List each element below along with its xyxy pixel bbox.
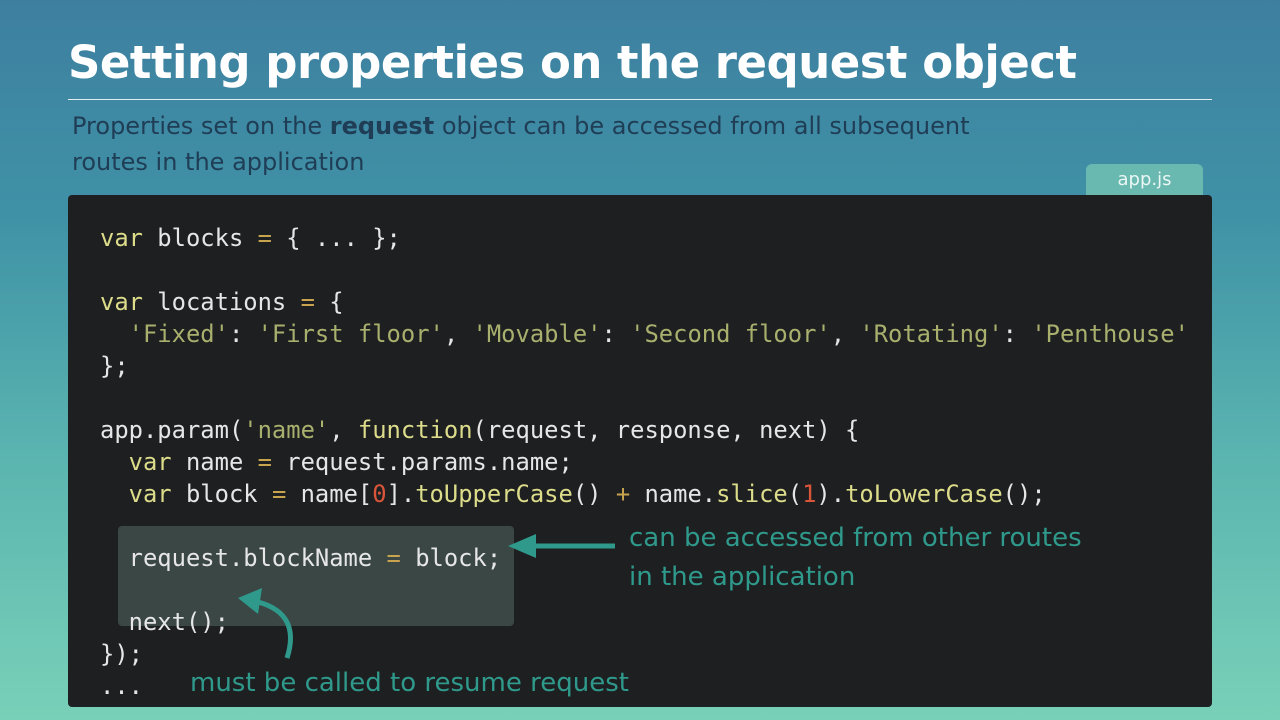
code-token: blocks xyxy=(142,224,258,252)
code-token: 'Second floor' xyxy=(630,320,831,348)
code-token: toUpperCase xyxy=(415,480,573,508)
code-token: name[ xyxy=(286,480,373,508)
annotation-next: must be called to resume request xyxy=(190,668,629,698)
code-token: : xyxy=(1002,320,1032,348)
code-token: ( xyxy=(787,480,803,508)
code-token: 1 xyxy=(802,480,817,508)
code-token: + xyxy=(615,480,631,508)
code-token: }; xyxy=(100,352,129,380)
code-line: }); xyxy=(100,638,1189,670)
code-token: = xyxy=(386,544,401,572)
code-token: name xyxy=(171,448,258,476)
code-line: request.blockName = block; xyxy=(100,542,1189,574)
slide-title: Setting properties on the request object xyxy=(68,36,1077,89)
annotation-accessed: can be accessed from other routes in the… xyxy=(629,523,1082,592)
code-token: var xyxy=(100,288,143,316)
code-token: : xyxy=(228,320,258,348)
subtitle-bold: request xyxy=(329,112,435,140)
code-line: var blocks = { ... }; xyxy=(100,222,1189,254)
code-block: var blocks = { ... };var locations = { '… xyxy=(100,222,1189,702)
code-token: var xyxy=(128,448,172,476)
curved-arrow-icon xyxy=(238,588,293,659)
code-token: locations xyxy=(142,288,301,316)
code-highlight-box xyxy=(118,526,514,626)
code-token: request.params.name; xyxy=(271,448,573,476)
code-line: }; xyxy=(100,350,1189,382)
code-token: block xyxy=(171,480,272,508)
arrow-left-icon xyxy=(508,534,615,558)
code-token: function xyxy=(357,416,473,444)
code-token: (request, response, next) { xyxy=(472,416,860,444)
code-token: = xyxy=(257,224,272,252)
code-token: { ... }; xyxy=(271,224,401,252)
code-token: 'Fixed' xyxy=(128,320,229,348)
code-line: app.param('name', function(request, resp… xyxy=(100,414,1189,446)
code-token: next(); xyxy=(100,608,229,636)
code-token: ]. xyxy=(386,480,416,508)
code-line: var locations = { xyxy=(100,286,1189,318)
code-token: () xyxy=(572,480,616,508)
code-token: = xyxy=(257,448,272,476)
code-token: 'Rotating' xyxy=(859,320,1003,348)
code-token: = xyxy=(271,480,287,508)
code-token: { xyxy=(314,288,344,316)
code-token: 0 xyxy=(372,480,387,508)
code-token: , xyxy=(830,320,860,348)
code-token: block; xyxy=(400,544,502,572)
code-token: var xyxy=(128,480,172,508)
code-token: 'Movable' xyxy=(472,320,602,348)
code-token: request.blockName xyxy=(100,544,387,572)
code-token: , xyxy=(329,416,358,444)
file-tab: app.js xyxy=(1086,164,1203,196)
code-token: ... xyxy=(100,672,143,700)
code-line: next(); xyxy=(100,606,1189,638)
title-divider xyxy=(68,99,1212,100)
code-line: var block = name[0].toUpperCase() + name… xyxy=(100,478,1189,510)
code-token: 'Penthouse' xyxy=(1031,320,1189,348)
code-line: 'Fixed': 'First floor', 'Movable': 'Seco… xyxy=(100,318,1189,350)
code-token: toLowerCase xyxy=(845,480,1003,508)
code-token: slice xyxy=(716,480,788,508)
code-token: : xyxy=(601,320,631,348)
code-token: ). xyxy=(816,480,846,508)
code-token: name. xyxy=(630,480,717,508)
code-line: ... xyxy=(100,670,1189,702)
code-token: 'name' xyxy=(243,416,330,444)
code-token: app.param( xyxy=(100,416,244,444)
subtitle-text: Properties set on the xyxy=(72,112,330,140)
code-token: }); xyxy=(100,640,143,668)
subtitle-text-end: object can be accessed from all subseque… xyxy=(72,112,970,176)
code-token: var xyxy=(100,224,143,252)
code-token: (); xyxy=(1002,480,1046,508)
code-line: var name = request.params.name; xyxy=(100,446,1189,478)
code-token: , xyxy=(443,320,473,348)
code-token: = xyxy=(300,288,315,316)
slide-subtitle: Properties set on the request object can… xyxy=(72,108,992,180)
code-token: 'First floor' xyxy=(257,320,444,348)
